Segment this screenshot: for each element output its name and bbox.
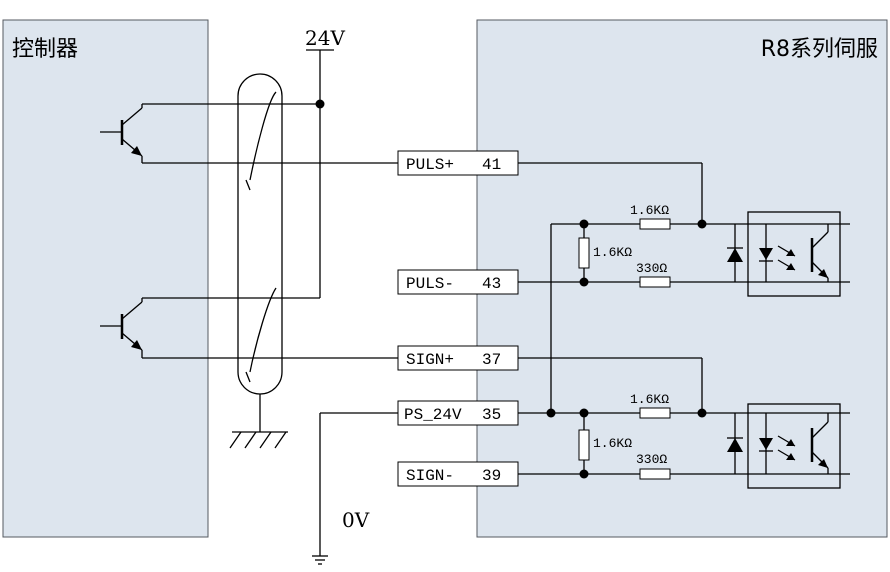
terminal-ps-24v: PS_24V 35 <box>397 400 519 426</box>
svg-text:PULS+: PULS+ <box>406 156 454 174</box>
resistor-bottom-pair <box>639 407 671 419</box>
resistor-bottom-series-label: 330Ω <box>636 452 667 467</box>
controller-panel <box>2 19 209 538</box>
servo-label: R8系列伺服 <box>761 37 878 62</box>
resistor-top-series <box>639 276 671 288</box>
controller-label: 控制器 <box>12 37 78 62</box>
resistor-bottom-pair-label: 1.6KΩ <box>630 392 669 407</box>
svg-text:PULS-: PULS- <box>406 275 454 293</box>
resistor-top-vertical <box>578 237 590 269</box>
resistor-top-vertical-label: 1.6KΩ <box>593 245 632 260</box>
svg-text:SIGN+: SIGN+ <box>406 351 454 369</box>
resistor-bottom-vertical-label: 1.6KΩ <box>593 436 632 451</box>
svg-text:37: 37 <box>482 351 501 369</box>
svg-text:43: 43 <box>482 275 501 293</box>
optocoupler-top <box>702 211 850 297</box>
junction-24v <box>315 99 325 109</box>
resistor-top-pair <box>639 218 671 230</box>
servo-panel <box>476 19 888 538</box>
resistor-top-pair-label: 1.6KΩ <box>630 203 669 218</box>
resistor-bottom-vertical <box>578 429 590 461</box>
controller-transistor-top <box>100 104 143 163</box>
terminal-sign-minus: SIGN- 39 <box>397 461 519 487</box>
svg-text:PS_24V: PS_24V <box>404 406 462 424</box>
resistor-bottom-series <box>639 468 671 480</box>
terminal-puls-plus: PULS+ 41 <box>397 150 519 176</box>
svg-text:41: 41 <box>482 156 501 174</box>
terminal-puls-minus: PULS- 43 <box>397 269 519 295</box>
svg-text:39: 39 <box>482 467 501 485</box>
optocoupler-bottom <box>702 403 850 489</box>
supply-0v-label: 0V <box>342 508 370 532</box>
controller-transistor-bottom <box>100 298 143 358</box>
svg-text:SIGN-: SIGN- <box>406 467 454 485</box>
svg-text:35: 35 <box>482 406 501 424</box>
shielded-cable <box>229 73 288 449</box>
supply-24v-label: 24V <box>305 26 345 50</box>
terminal-sign-plus: SIGN+ 37 <box>397 345 519 371</box>
resistor-top-series-label: 330Ω <box>636 261 667 276</box>
